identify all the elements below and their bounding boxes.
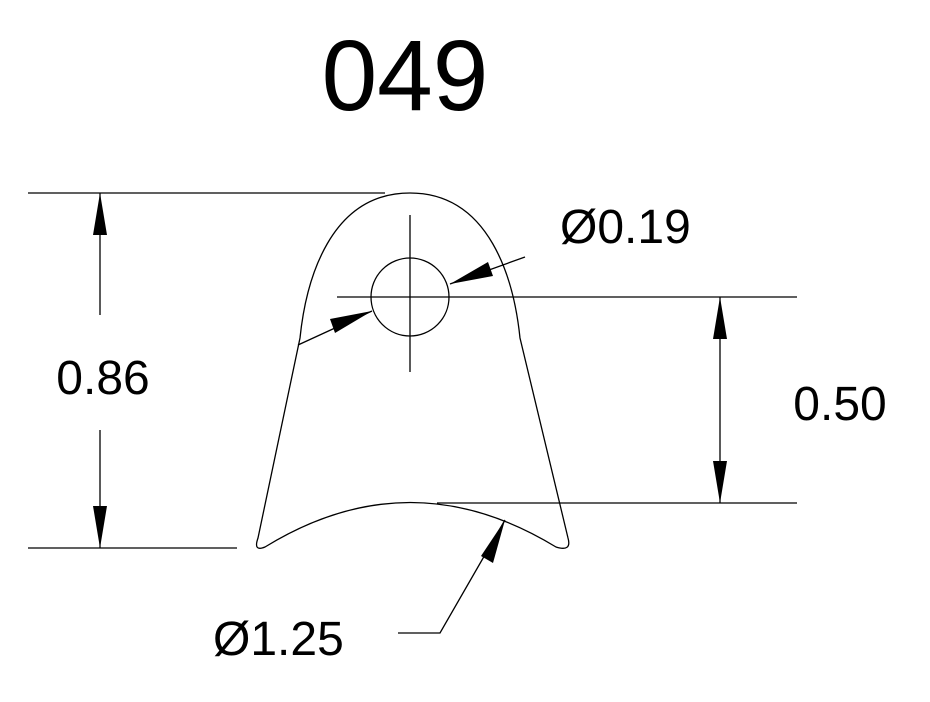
arrow-icon (450, 262, 493, 284)
arrow-icon (713, 461, 727, 503)
dim-label-offset: 0.50 (793, 378, 886, 431)
arrow-icon (481, 520, 505, 563)
saddle-diameter-callout: Ø1.25 (213, 519, 506, 666)
arrow-icon (93, 193, 107, 235)
height-dimension: 0.86 (28, 192, 385, 549)
hole-saddle-dimension: 0.50 (337, 296, 887, 504)
dim-label-saddle: Ø1.25 (213, 613, 344, 666)
arrow-icon (713, 297, 727, 339)
dim-label-hole: Ø0.19 (560, 201, 691, 254)
dim-label-height: 0.86 (56, 352, 149, 405)
tab-outline (255, 192, 570, 549)
arrow-icon (93, 506, 107, 548)
hole-diameter-callout: Ø0.19 (297, 201, 691, 346)
part-number-title: 049 (322, 20, 489, 132)
arrow-icon (330, 311, 372, 333)
